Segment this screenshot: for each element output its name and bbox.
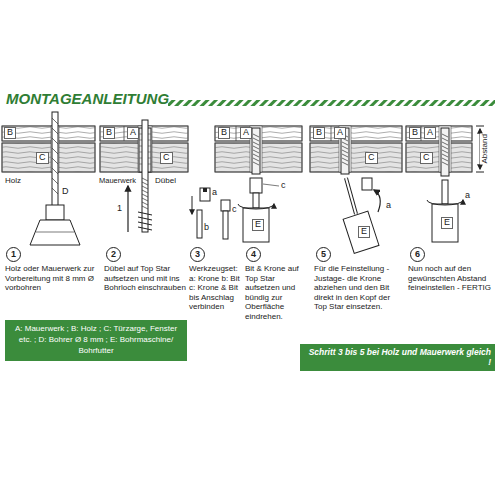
part-label: a: [212, 187, 217, 198]
step-circle: 6: [410, 247, 425, 262]
step-text: Werkzeugset: a: Krone b: Bit c: Krone & …: [189, 264, 241, 312]
step-circle: 5: [316, 247, 331, 262]
part-label: A: [334, 127, 346, 139]
part-label: B: [409, 127, 421, 139]
part-label: b: [204, 222, 209, 233]
part-label: c: [232, 204, 237, 215]
step-circle: 1: [6, 247, 21, 262]
step-number: 5: [321, 250, 326, 259]
part-label: C: [36, 152, 49, 164]
step-number: 4: [251, 250, 256, 259]
note-text: A: Mauerwerk ; B: Holz ; C: Türzarge, Fe…: [11, 324, 181, 356]
part-label: Dübel: [155, 176, 176, 186]
part-label: E: [358, 226, 370, 238]
part-label: C: [365, 152, 378, 164]
part-label: C: [420, 152, 433, 164]
step-text: Nun noch auf den gewünschten Abstand fei…: [408, 264, 495, 293]
part-label: E: [441, 217, 453, 229]
step-text: Für die Feinstellung - Justage- die Kron…: [314, 264, 402, 312]
note-box: A: Mauerwerk ; B: Holz ; C: Türzarge, Fe…: [5, 320, 187, 361]
step-text: Bit & Krone auf Top Star aufsetzen und b…: [245, 264, 309, 322]
part-label: E: [252, 219, 264, 231]
title: MONTAGEANLEITUNG: [6, 90, 169, 108]
part-label: B: [4, 127, 16, 139]
note-box: Schritt 3 bis 5 bei Holz und Mauerwerk g…: [300, 344, 495, 371]
part-label: A: [240, 127, 252, 139]
step-number: 2: [111, 250, 116, 259]
step-circle: 2: [106, 247, 121, 262]
part-label: B: [103, 127, 115, 139]
part-label: a: [465, 190, 470, 201]
part-label: c: [281, 180, 286, 191]
part-label: Mauerwerk: [99, 176, 136, 185]
step-text: Holz oder Mauerwerk zur Vorbereitung mit…: [5, 264, 97, 293]
part-label: A: [127, 127, 139, 139]
step-number: 1: [11, 250, 16, 259]
step-circle: 3: [190, 247, 205, 262]
part-label: A: [424, 127, 436, 139]
part-label: 1: [117, 203, 122, 214]
part-label: Abstand: [480, 133, 490, 164]
part-label: C: [160, 152, 173, 164]
part-label: a: [386, 200, 391, 211]
part-label: D: [62, 186, 69, 197]
step-text: Dübel auf Top Star aufsetzen und mit ins…: [104, 264, 188, 293]
step-number: 6: [415, 250, 420, 259]
step-number: 3: [195, 250, 200, 259]
part-label: Holz: [5, 176, 21, 186]
part-label: B: [313, 127, 325, 139]
step-circle: 4: [246, 247, 261, 262]
note-text: Schritt 3 bis 5 bei Holz und Mauerwerk g…: [304, 347, 491, 367]
part-label: B: [218, 127, 230, 139]
